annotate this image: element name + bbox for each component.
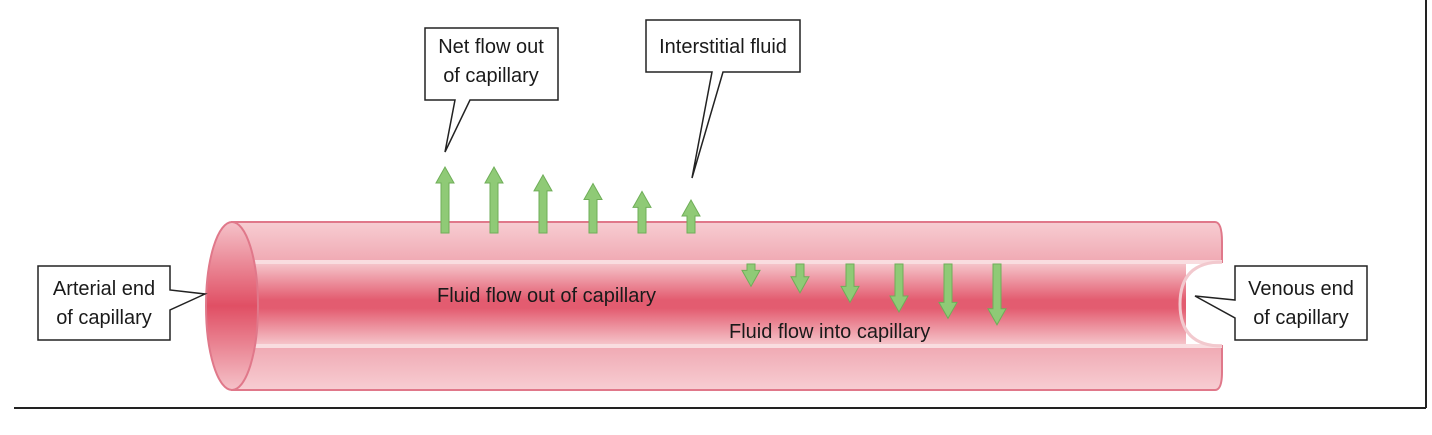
inward-flow-arrow [790, 263, 810, 294]
outward-flow-arrow [583, 182, 603, 234]
capillary-vessel [205, 221, 1226, 391]
callout-interstitial-fluid-box [645, 19, 801, 179]
callout-venous-end-box [1194, 265, 1368, 341]
outward-arrows-group [435, 165, 701, 234]
capillary-bottom-wall [231, 345, 1223, 391]
capillary-top-wall [231, 221, 1223, 263]
fluid-flow-out-label: Fluid flow out of capillary [437, 285, 656, 307]
callout-net-flow-out-box [424, 27, 559, 153]
outward-flow-arrow [632, 190, 652, 234]
arterial-end-line2: of capillary [56, 307, 152, 329]
inward-arrows-group [741, 263, 1007, 326]
arterial-end-line1: Arterial end [53, 278, 155, 300]
inward-flow-arrow [938, 263, 958, 320]
arterial-end-cap [205, 221, 259, 391]
venous-end-line2: of capillary [1253, 307, 1349, 329]
outward-flow-arrow [533, 173, 553, 234]
inward-flow-arrow [741, 263, 761, 288]
fluid-flow-in-label: Fluid flow into capillary [729, 321, 930, 343]
venous-opening-rim [1178, 260, 1223, 348]
net-flow-out-line2: of capillary [443, 65, 539, 87]
callout-net-flow-out: Net flow out of capillary [424, 27, 559, 153]
outward-flow-arrow [484, 165, 504, 234]
inward-flow-arrow [987, 263, 1007, 326]
inward-flow-arrow [840, 263, 860, 304]
venous-end-line1: Venous end [1248, 278, 1354, 300]
callout-arterial-end: Arterial end of capillary [37, 265, 208, 341]
outward-flow-arrow [681, 198, 701, 234]
net-flow-out-line1: Net flow out [438, 36, 544, 58]
interstitial-fluid-label: Interstitial fluid [659, 36, 787, 58]
capillary-lumen [232, 262, 1220, 346]
inward-flow-arrow [889, 263, 909, 314]
callout-venous-end: Venous end of capillary [1194, 265, 1368, 341]
callout-interstitial-fluid: Interstitial fluid [645, 19, 801, 179]
outward-flow-arrow [435, 165, 455, 234]
callout-arterial-end-box [37, 265, 208, 341]
